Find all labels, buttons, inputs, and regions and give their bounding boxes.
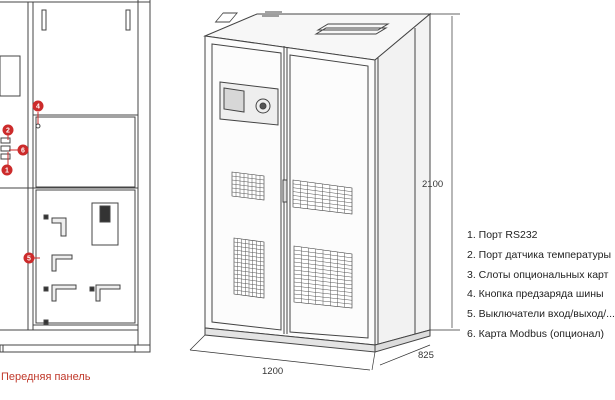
svg-text:1: 1 [5,168,9,175]
svg-text:5: 5 [27,256,31,263]
dimension-lines [189,13,460,371]
dimension-width: 1200 [262,366,284,377]
callout-6: 6 [17,144,29,156]
dimension-depth: 825 [418,350,434,361]
legend-item-6: 6. Карта Modbus (опционал) [467,327,604,340]
svg-text:6: 6 [21,148,25,155]
diagram-canvas: 1 2 4 5 6 [0,0,460,371]
callout-5: 5 [23,252,35,264]
callout-4: 4 [32,100,44,112]
front-panel-caption: Передняя панель [1,371,91,383]
svg-text:4: 4 [36,104,40,111]
callout-1: 1 [1,164,13,176]
front-panel-drawing [0,0,151,353]
legend-list: 1. Порт RS232 2. Порт датчика температур… [467,226,615,345]
svg-text:2: 2 [6,128,10,135]
legend-item-4: 4. Кнопка предзаряда шины [467,288,604,301]
dimension-height: 2100 [422,179,444,190]
callout-2: 2 [2,124,14,136]
legend-item-3: 3. Слоты опциональных карт [467,268,609,281]
legend-item-2: 2. Порт датчика температуры [467,248,612,261]
legend-item-1: 1. Порт RS232 [467,229,538,241]
legend-item-5: 5. Выключатели вход/выход/... [467,308,615,321]
